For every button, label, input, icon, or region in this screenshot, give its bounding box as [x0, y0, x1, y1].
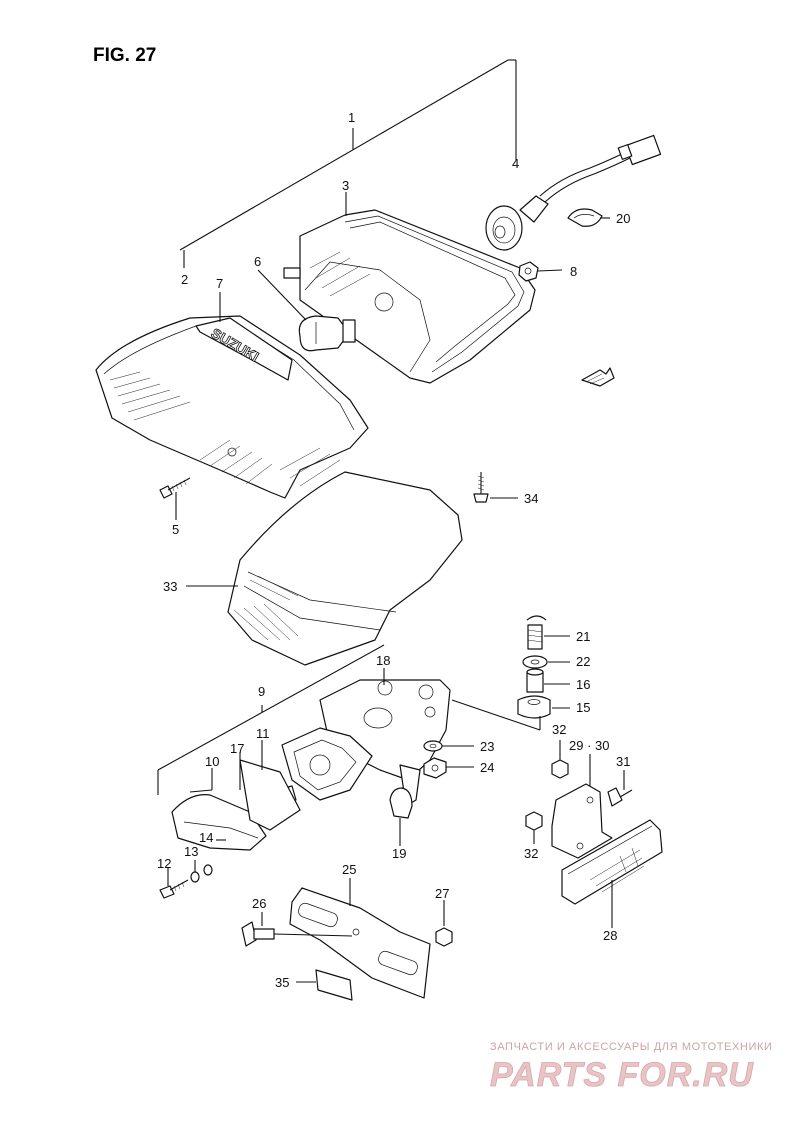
washer-part-22 — [522, 655, 548, 669]
bulb-part — [298, 315, 356, 352]
label-6: 6 — [254, 254, 261, 269]
assembly-bracket-1 — [179, 59, 517, 268]
license-bracket-part — [289, 887, 431, 999]
label-11: 11 — [256, 726, 270, 741]
reflector-part — [561, 819, 663, 905]
label-31: 31 — [616, 754, 630, 769]
label-3: 3 — [342, 178, 349, 193]
label-1: 1 — [348, 110, 355, 125]
label-34: 34 — [524, 491, 538, 506]
washer-part-13 — [190, 864, 213, 883]
label-9: 9 — [258, 684, 265, 699]
screw-part-12 — [159, 879, 189, 899]
label-35: 35 — [275, 975, 289, 990]
label-25: 25 — [342, 862, 356, 877]
grommet-part — [567, 208, 603, 227]
label-33: 33 — [163, 579, 177, 594]
label-29-30: 29 · 30 — [569, 738, 609, 753]
bolt-part-26 — [241, 921, 353, 947]
label-4: 4 — [512, 156, 519, 171]
label-2: 2 — [181, 272, 188, 287]
label-17: 17 — [230, 741, 244, 756]
socket-wire-part — [485, 134, 662, 251]
screw-part-5 — [159, 477, 191, 499]
bolt-part-21 — [526, 615, 547, 650]
label-7: 7 — [216, 276, 223, 291]
lens-part: SUZUKI — [95, 315, 369, 499]
reflector-bracket-part — [551, 783, 613, 859]
socket-plate-part — [281, 727, 373, 801]
label-23: 23 — [480, 739, 494, 754]
nut-part-27 — [435, 927, 453, 947]
leader-lines — [167, 192, 625, 983]
label-5: 5 — [172, 522, 179, 537]
screw-part-31 — [607, 787, 633, 807]
nut-part-32-top — [551, 759, 569, 779]
label-26: 26 — [252, 896, 266, 911]
label-21: 21 — [576, 629, 590, 644]
nut-part-24 — [423, 757, 447, 779]
washer-part-23 — [423, 740, 443, 752]
lamp-cover-part — [227, 471, 463, 666]
label-18: 18 — [376, 653, 390, 668]
label-32-top: 32 — [552, 722, 566, 737]
license-lens-part — [171, 759, 301, 851]
label-28: 28 — [603, 928, 617, 943]
cushion-part-15 — [517, 695, 551, 719]
collar-part-16 — [526, 668, 544, 693]
label-10: 10 — [205, 754, 219, 769]
label-19: 19 — [392, 846, 406, 861]
watermark-brand: PARTS FOR.RU — [490, 1056, 754, 1094]
watermark-caption: ЗАПЧАСТИ И АКСЕССУАРЫ ДЛЯ МОТОТЕХНИКИ — [490, 1041, 772, 1053]
label-27: 27 — [435, 886, 449, 901]
label-8: 8 — [570, 264, 577, 279]
pad-part-35 — [315, 969, 353, 1001]
nut-part-8 — [518, 261, 539, 282]
nut-part-32-bottom — [525, 811, 543, 831]
label-20: 20 — [616, 211, 630, 226]
label-12: 12 — [157, 856, 171, 871]
assembly-bracket-9 — [157, 644, 385, 795]
grommet-part-19 — [389, 787, 413, 819]
label-16: 16 — [576, 677, 590, 692]
label-24: 24 — [480, 760, 494, 775]
direction-arrow-icon — [581, 367, 615, 387]
label-13: 13 — [184, 844, 198, 859]
watermark: ЗАПЧАСТИ И АКСЕССУАРЫ ДЛЯ МОТОТЕХНИКИ PA… — [490, 1041, 772, 1094]
figure-title: FIG. 27 — [93, 45, 156, 66]
label-22: 22 — [576, 654, 590, 669]
part-labels: 1 2 3 4 5 6 7 8 9 10 11 12 13 14 15 16 1… — [157, 110, 630, 990]
label-32-bottom: 32 — [524, 846, 538, 861]
label-15: 15 — [576, 700, 590, 715]
screw-part-34 — [473, 472, 489, 503]
label-14: 14 — [199, 830, 213, 845]
lamp-housing-part — [283, 209, 536, 384]
